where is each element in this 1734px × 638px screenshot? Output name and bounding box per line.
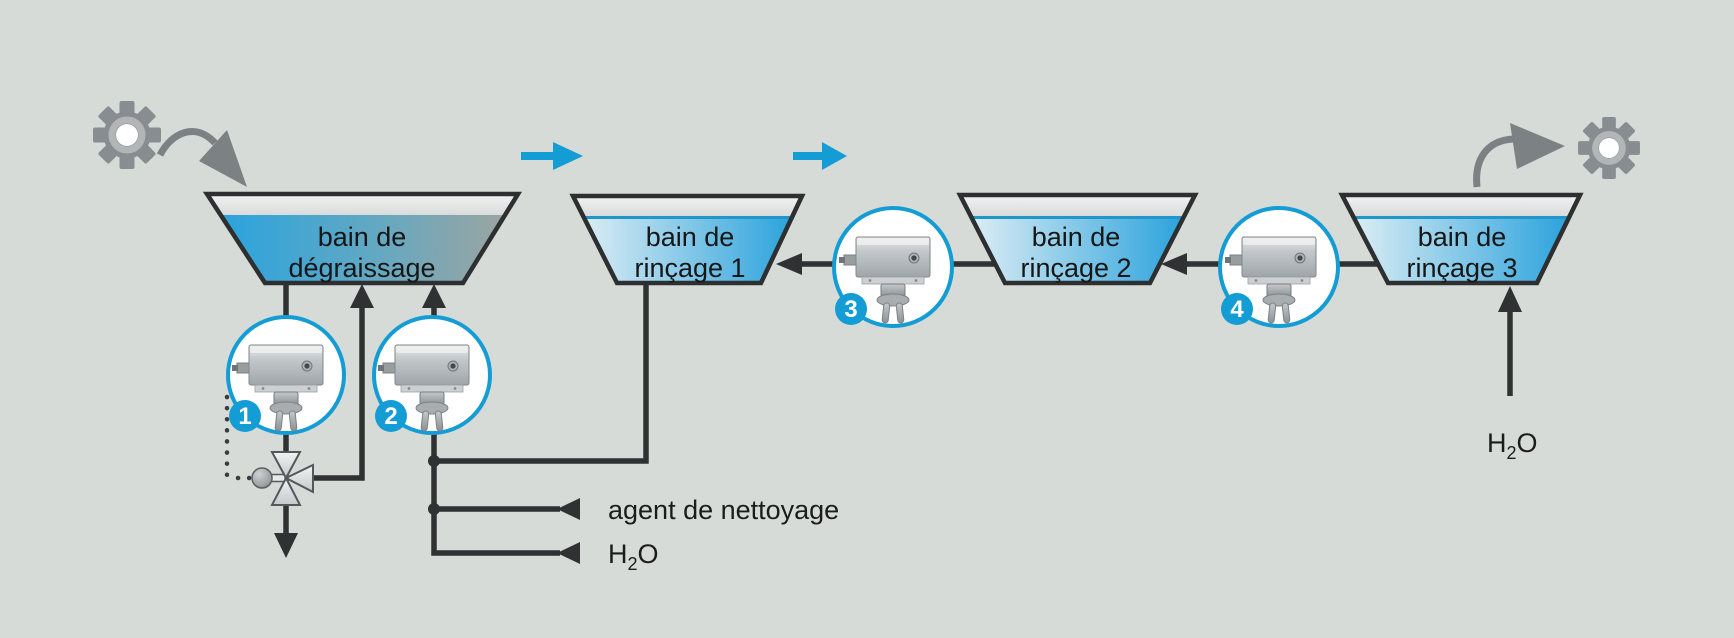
output-gear-icon (1578, 117, 1640, 179)
bath-degreasing: bain de dégraissage (202, 191, 523, 286)
sensor-4-number: 4 (1230, 296, 1244, 323)
sensor1-control-signal (224, 394, 255, 481)
input-gear-icon (93, 101, 161, 169)
sensor-2-badge (375, 400, 407, 432)
sensor-1-number: 1 (238, 403, 251, 430)
pipe-network (283, 261, 1513, 556)
flow-arrow-1-icon (521, 142, 583, 170)
bath-rinse2-label-line2: rinçage 2 (1020, 253, 1131, 283)
pipe-arrowheads (274, 253, 1522, 564)
sensor-2-number: 2 (384, 403, 397, 430)
sensor-4-badge (1221, 293, 1253, 325)
bath-rinse-3: bain de rinçage 3 (1338, 192, 1584, 286)
valve-ball-actuator (251, 467, 273, 489)
sensor-2: 2 (372, 315, 492, 435)
sensor-1: 1 (226, 315, 346, 435)
bath-rinse2-label-line1: bain de (1032, 222, 1121, 252)
cleaning-agent-label: agent de nettoyage (608, 495, 839, 525)
sensor-3: 3 (832, 206, 954, 328)
bath-rinse3-label-line1: bain de (1418, 222, 1507, 252)
bath-degreasing-label-line2: dégraissage (288, 253, 435, 283)
sensor-3-badge (835, 293, 867, 325)
sensor-4: 4 (1218, 206, 1340, 328)
sensor-1-badge (229, 400, 261, 432)
bath-rinse1-label-line1: bain de (646, 222, 735, 252)
sensor-3-number: 3 (844, 296, 857, 323)
output-arrow-icon (1473, 123, 1565, 188)
input-arrow-icon (156, 128, 247, 187)
drain-valve-icon (251, 451, 314, 506)
bath-rinse1-label-line2: rinçage 1 (634, 253, 745, 283)
water-supply-label: H2O (608, 539, 659, 574)
bath-rinse-2: bain de rinçage 2 (956, 192, 1199, 286)
bath-rinse-1: bain de rinçage 1 (569, 193, 806, 286)
flow-arrow-2-icon (793, 142, 847, 170)
water-inlet-label: H2O (1487, 428, 1538, 463)
bath-degreasing-label-line1: bain de (318, 222, 407, 252)
bath-rinse3-label-line2: rinçage 3 (1406, 253, 1517, 283)
